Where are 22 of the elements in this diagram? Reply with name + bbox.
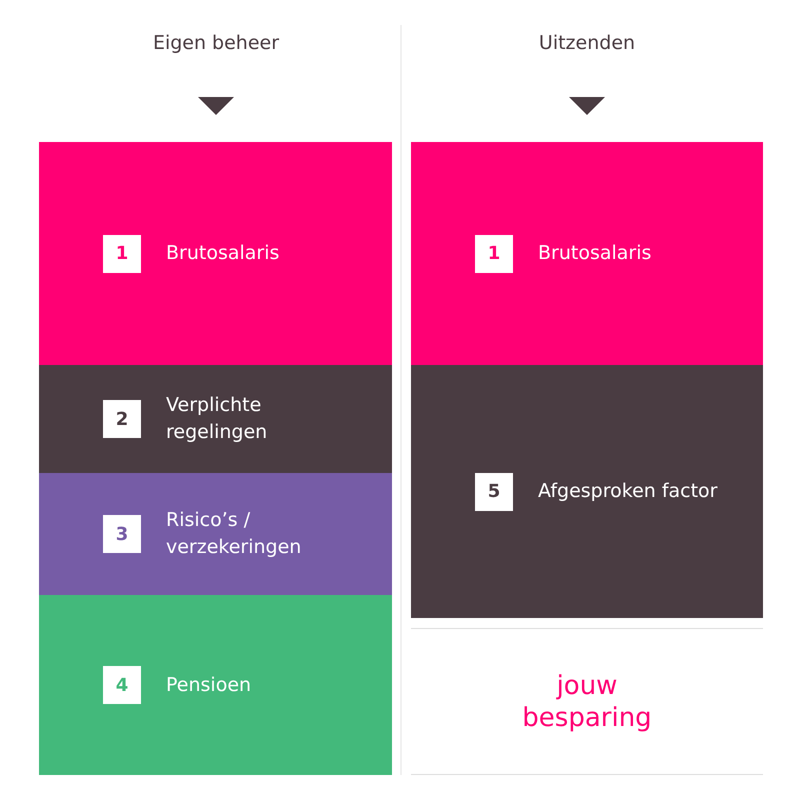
number-box: 4 xyxy=(103,666,141,704)
block-label: Brutosalaris xyxy=(538,241,652,266)
block-label: Verplichte regelingen xyxy=(166,393,268,445)
column-heading: Eigen beheer xyxy=(152,31,280,56)
block-label: Risico’s / verzekeringen xyxy=(166,508,302,560)
block-label: Pensioen xyxy=(166,672,252,698)
regulations-block xyxy=(39,365,392,473)
insurance-block xyxy=(39,473,392,595)
number-box: 1 xyxy=(103,234,141,272)
salary-block xyxy=(39,142,392,365)
block-label: Brutosalaris xyxy=(166,241,280,266)
pension-block xyxy=(39,595,392,775)
savings-text: jouw besparing xyxy=(521,670,653,734)
number-box: 3 xyxy=(103,515,141,553)
number-box: 5 xyxy=(475,472,513,510)
column-heading: Uitzenden xyxy=(538,31,636,56)
salary-block xyxy=(411,142,763,365)
factor-block xyxy=(411,365,763,618)
number-box: 2 xyxy=(103,400,141,438)
block-label: Afgesproken factor xyxy=(538,479,718,504)
savings-area xyxy=(411,628,763,775)
number-box: 1 xyxy=(475,234,513,272)
